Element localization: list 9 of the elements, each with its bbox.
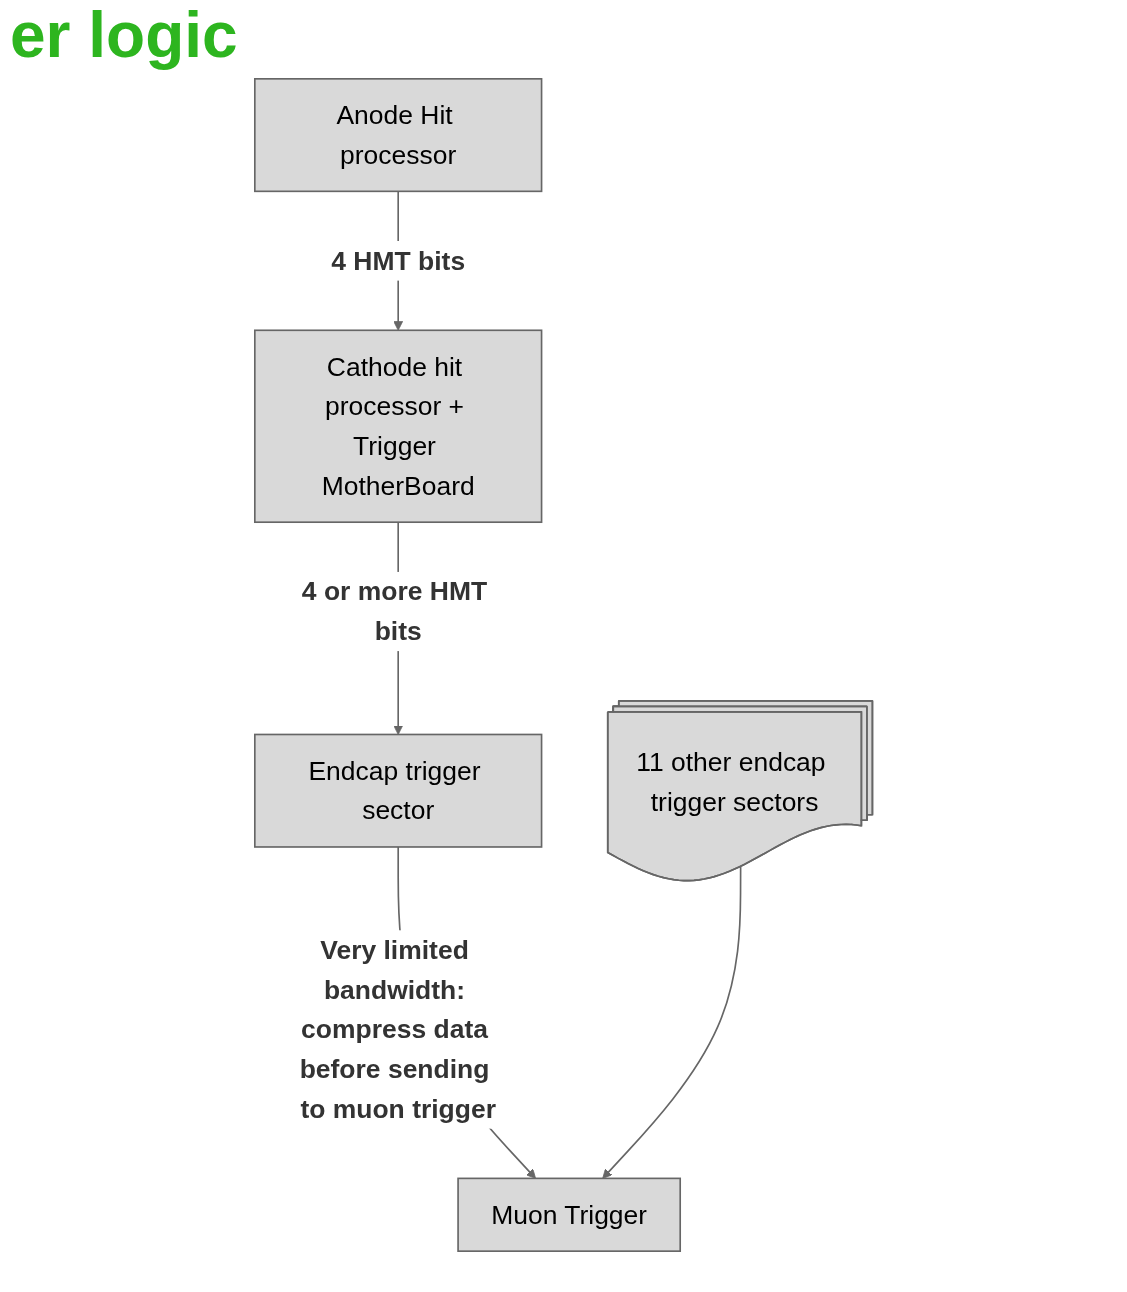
node-box: Anode Hit processor — [253, 78, 543, 193]
node-box: Cathode hit processor + Trigger MotherBoard — [253, 329, 543, 524]
edge-label: 4 or more HMT bits — [301, 576, 488, 647]
node-box: Muon Trigger — [457, 1177, 681, 1253]
edge-label: 4 HMT bits — [331, 245, 465, 276]
node-box: Endcap trigger sector — [253, 734, 543, 849]
slide-title: er logic — [10, 0, 238, 71]
edge-label: Very limited bandwidth: compress data before sending to muon trigger — [299, 935, 496, 1124]
arrow — [602, 866, 742, 1180]
